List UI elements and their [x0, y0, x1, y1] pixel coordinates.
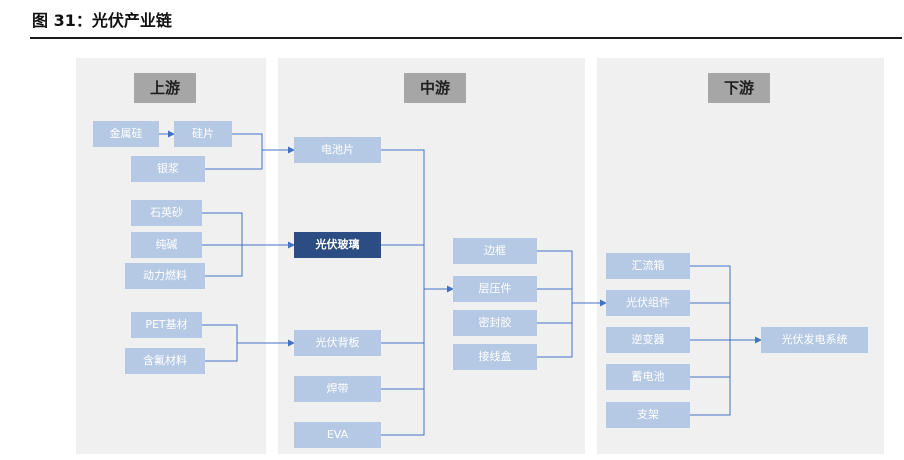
node-junction-box: 接线盒: [453, 344, 537, 370]
node-battery: 蓄电池: [606, 364, 690, 390]
link-wafer-bracket: [205, 133, 263, 170]
node-silicon-wafer: 硅片: [174, 121, 232, 147]
upstream-stage-label: 上游: [134, 73, 196, 103]
node-pv-system: 光伏发电系统: [761, 327, 868, 353]
midstream-stage-label: 中游: [404, 73, 466, 103]
node-soda-ash: 纯碱: [131, 232, 202, 258]
node-bracket: 支架: [606, 402, 690, 428]
node-cell: 电池片: [294, 137, 381, 163]
link-parts-bracket: [537, 250, 573, 358]
node-pv-glass: 光伏玻璃: [294, 232, 381, 258]
node-power-fuel: 动力燃料: [125, 263, 205, 289]
node-pet-substrate: PET基材: [131, 312, 202, 338]
node-eva: EVA: [294, 422, 381, 448]
node-inverter: 逆变器: [606, 327, 690, 353]
link-cell-out: [381, 149, 425, 436]
node-sealant: 密封胶: [453, 310, 537, 336]
node-quartz-sand: 石英砂: [131, 200, 202, 226]
node-ribbon: 焊带: [294, 376, 381, 402]
node-frame: 边框: [453, 238, 537, 264]
node-pv-module: 光伏组件: [606, 290, 690, 316]
node-pv-backsheet: 光伏背板: [294, 330, 381, 356]
downstream-stage-label: 下游: [708, 73, 770, 103]
node-fluorine-material: 含氟材料: [125, 348, 205, 374]
figure-title: 图 31：光伏产业链: [32, 11, 172, 30]
node-silver-paste: 银浆: [131, 156, 205, 182]
node-metal-silicon: 金属硅: [93, 121, 159, 147]
node-combiner-box: 汇流箱: [606, 253, 690, 279]
link-backsheet-bracket: [202, 324, 238, 362]
node-laminate: 层压件: [453, 276, 537, 302]
title-rule: [30, 37, 902, 39]
